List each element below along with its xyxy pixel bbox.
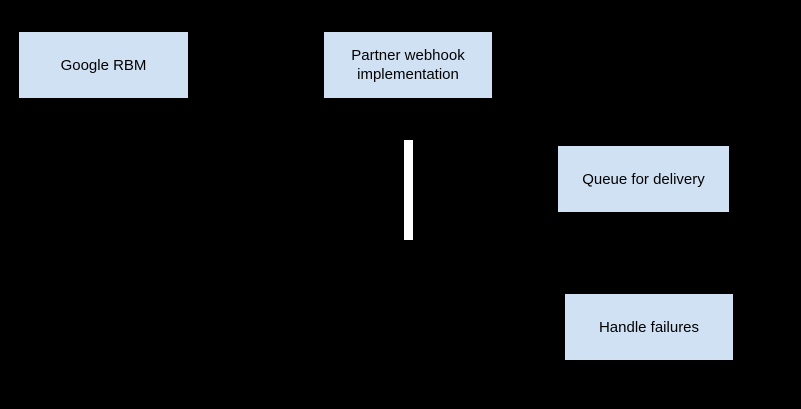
node-handle-failures[interactable]: Handle failures xyxy=(565,294,733,360)
node-partner-webhook-implementation[interactable]: Partner webhook implementation xyxy=(324,32,492,98)
node-label-google-rbm: Google RBM xyxy=(60,56,147,74)
node-label-handle-failures: Handle failures xyxy=(598,318,700,336)
node-google-rbm[interactable]: Google RBM xyxy=(19,32,188,98)
node-label-queue-for-delivery: Queue for delivery xyxy=(582,170,705,188)
node-label-partner-webhook-implementation: Partner webhook implementation xyxy=(351,47,465,83)
node-queue-for-delivery[interactable]: Queue for delivery xyxy=(558,146,729,212)
vertical-connector-line xyxy=(404,140,413,240)
